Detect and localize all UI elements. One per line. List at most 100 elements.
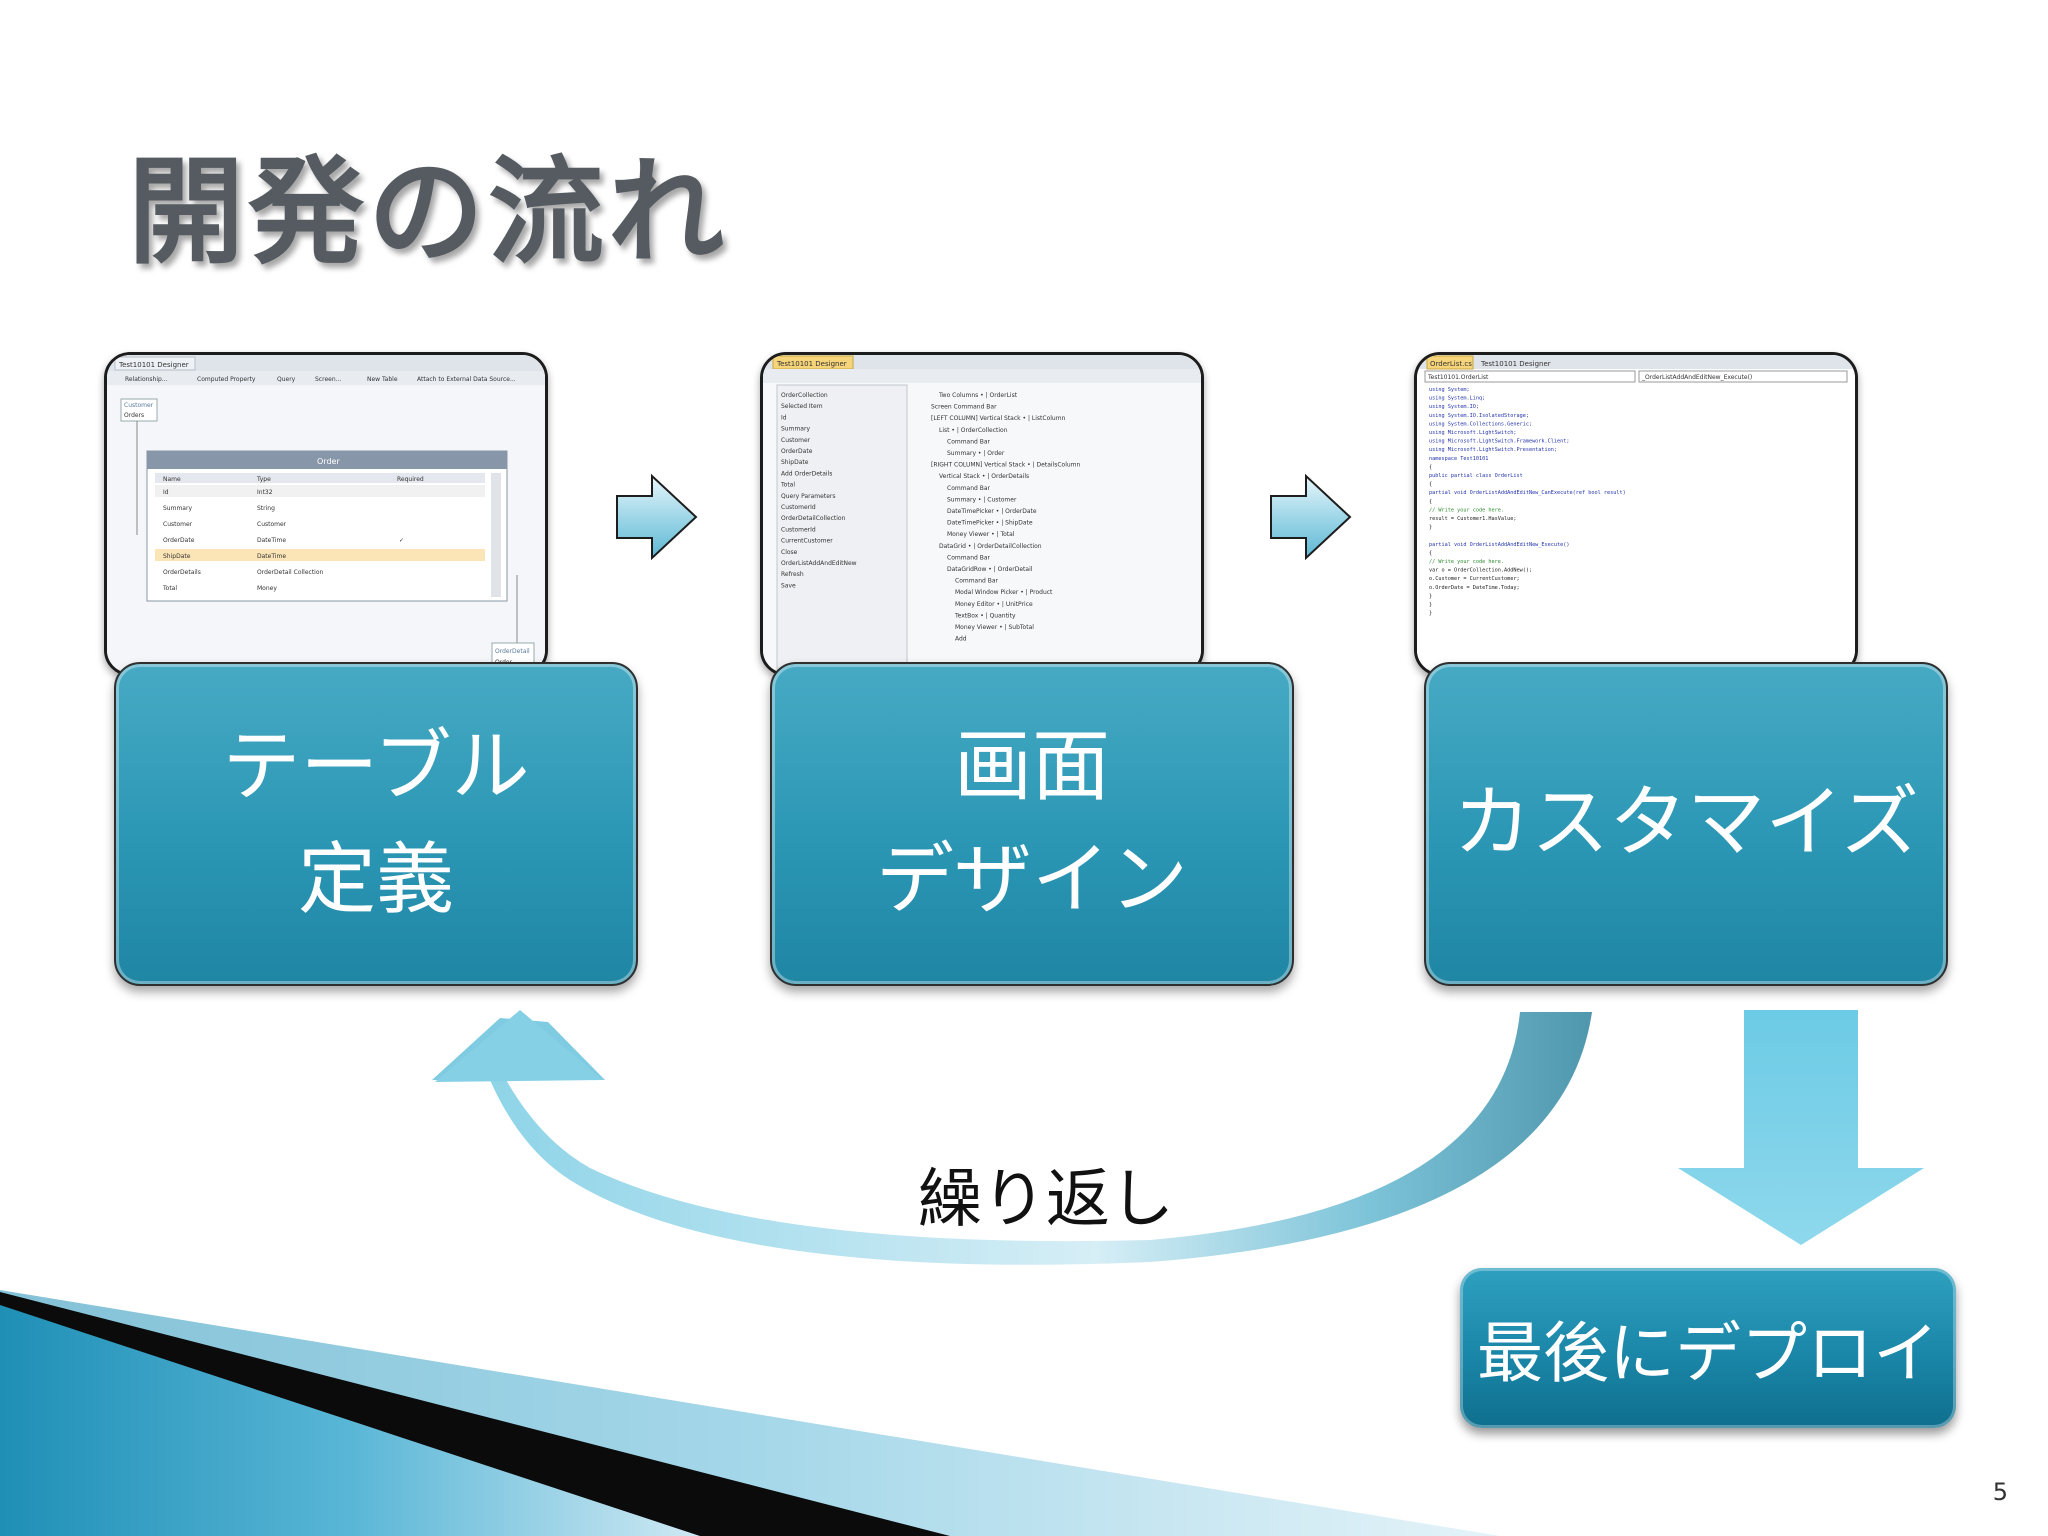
down-arrow [1678,1010,1924,1245]
screen-tree-item: DateTimePicker • | OrderDate [947,508,1037,515]
screen-left-item: Summary [781,426,810,433]
svg-text:OrderDetails: OrderDetails [163,569,201,576]
svg-text:OrderDetail Collection: OrderDetail Collection [257,569,324,576]
code-line: } [1429,525,1432,531]
svg-text:Type: Type [256,476,271,483]
screen-left-item: Query Parameters [781,493,835,500]
svg-text:Relationship...: Relationship... [125,376,168,383]
code-line: using Microsoft.LightSwitch.Framework.Cl… [1429,439,1570,445]
code-line: using System.IO; [1429,404,1479,410]
svg-text:Test10101 Designer: Test10101 Designer [1480,360,1551,368]
svg-text:Customer: Customer [124,402,154,409]
screen-designer-screenshot: Test10101 Designer OrderCollectionSelect… [763,355,1201,673]
screen-left-item: ShipDate [781,459,809,466]
screen-left-item: OrderDetailCollection [781,515,846,522]
code-line: using Microsoft.LightSwitch.Presentation… [1429,447,1557,453]
screen-tree-item: [RIGHT COLUMN] Vertical Stack • | Detail… [931,462,1081,469]
step-customize: カスタマイズ [1424,662,1948,986]
code-line: } [1429,593,1432,599]
screen-tree-item: TextBox • | Quantity [954,612,1016,619]
code-line: { [1429,550,1432,556]
step-screen-design: 画面 デザイン [770,662,1294,986]
code-line: o.Customer = CurrentCustomer; [1429,576,1520,582]
svg-text:ShipDate: ShipDate [163,553,191,560]
svg-text:OrderList.cs: OrderList.cs [1430,360,1472,368]
svg-text:New Table: New Table [367,376,398,383]
screen-tree-item: Command Bar [947,554,991,561]
table-designer-screenshot: Test10101 Designer Relationship... Compu… [107,355,545,673]
svg-text:Screen...: Screen... [315,376,341,383]
step-2-line1: 画面 [953,721,1110,812]
screen-left-item: OrderListAddAndEditNew [781,560,857,567]
screen-left-item: OrderCollection [781,392,828,399]
code-line: namespace Test10101 [1429,456,1488,462]
screen-tree-item: Add [955,636,967,643]
svg-text:Orders: Orders [124,412,144,419]
code-line: var o = OrderCollection.AddNew(); [1429,568,1532,574]
page-number: 5 [1992,1478,2008,1506]
svg-text:Total: Total [162,585,177,592]
code-line: { [1429,499,1432,505]
code-line: } [1429,611,1432,617]
screen-left-item: Add OrderDetails [781,470,832,477]
screen-tree-item: Money Editor • | UnitPrice [955,601,1033,608]
svg-text:DateTime: DateTime [257,537,286,544]
screen-tree-item: DataGrid • | OrderDetailCollection [939,543,1042,550]
step-1-line1: テーブル [222,721,530,812]
svg-text:String: String [257,505,275,512]
screen-tree-item: Vertical Stack • | OrderDetails [939,473,1029,480]
screen-tree-item: Command Bar [947,485,991,492]
slide-title: 開発の流れ [128,145,728,280]
code-lines: using System; using System.Linq; using Sys… [1429,387,1626,617]
right-arrow-2 [1270,473,1352,561]
svg-text:Money: Money [257,585,277,592]
svg-text:Customer: Customer [163,521,193,528]
tab-label: Test10101 Designer [118,361,189,369]
screen-left-item: Selected Item [781,403,823,410]
svg-text:Test10101.OrderList: Test10101.OrderList [1427,374,1489,381]
code-line: // Write your code here. [1429,559,1504,565]
svg-text:Int32: Int32 [257,489,273,496]
right-arrow-1 [616,473,698,561]
screen-tree-item: Money Viewer • | SubTotal [955,624,1034,631]
svg-text:Order: Order [317,457,340,466]
code-line: result = Customer1.HasValue; [1429,516,1516,522]
svg-text:Computed Property: Computed Property [197,376,256,383]
screen-tree-item: Modal Window Picker • | Product [955,589,1053,596]
screen-left-item: Close [781,549,798,556]
screen-tree-item: List • | OrderCollection [939,427,1008,434]
step-2-line2: デザイン [875,835,1188,925]
thumbnail-table-designer: Test10101 Designer Relationship... Compu… [104,352,548,676]
code-line: using System.Linq; [1429,396,1485,402]
screen-tree-item: Command Bar [947,438,991,445]
svg-text:✓: ✓ [399,537,404,544]
svg-text:Name: Name [163,476,181,483]
screen-tree-item: [LEFT COLUMN] Vertical Stack • | ListCol… [931,415,1066,422]
code-line: { [1429,464,1432,470]
loop-arrow [432,1010,1592,1265]
thumbnail-code-editor: OrderList.cs Test10101 Designer Test1010… [1414,352,1858,676]
code-line: o.OrderDate = DateTime.Today; [1429,585,1520,591]
code-line: using System; [1429,387,1470,393]
deploy-box: 最後にデプロイ [1460,1268,1956,1428]
svg-text:Query: Query [277,376,296,383]
screen-left-item: Total [780,482,795,489]
svg-text:Test10101 Designer: Test10101 Designer [776,360,847,368]
step-1-line2: 定義 [297,835,454,925]
svg-text:_OrderListAddAndEditNew_Execut: _OrderListAddAndEditNew_Execute() [1641,374,1752,381]
svg-text:Summary: Summary [163,505,192,512]
screen-tree-item: Two Columns • | OrderList [938,392,1018,399]
code-line: partial void OrderListAddAndEditNew_Exec… [1429,542,1570,548]
screen-tree-item: Summary • | Order [947,450,1005,457]
screen-tree-item: Summary • | Customer [947,496,1017,503]
screen-left-item: Save [781,582,796,589]
code-line: // Write your code here. [1429,507,1504,513]
screen-tree-item: Screen Command Bar [931,404,997,411]
screen-left-item: CustomerId [781,504,816,511]
svg-text:DateTime: DateTime [257,553,286,560]
step-table-definition: テーブル 定義 [114,662,638,986]
